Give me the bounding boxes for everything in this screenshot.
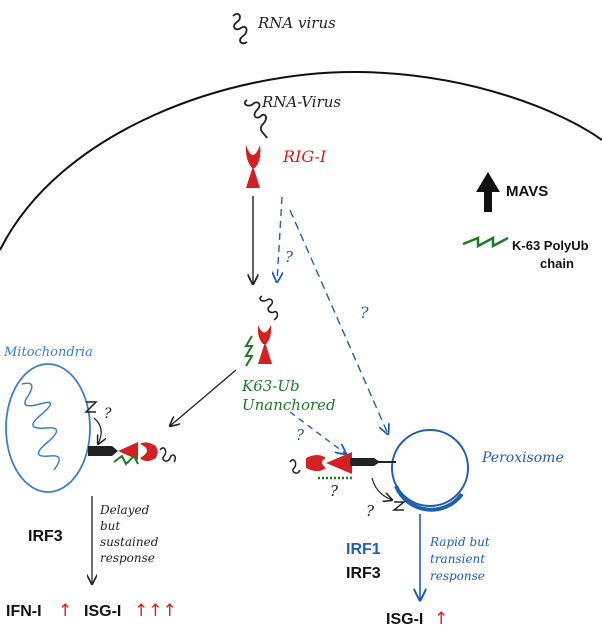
rna-virus-outside-label: RNA virus: [257, 14, 336, 32]
mito-response-text-line1: Delayed: [99, 503, 150, 517]
mito-curved-double-arrow: [93, 417, 101, 444]
rna-virus-inside-icon: [243, 99, 268, 139]
isg-left-up-arrows: ↑↑↑: [134, 601, 177, 621]
peroxisome-label: Peroxisome: [481, 450, 564, 466]
k63-chain-icon: [244, 335, 254, 367]
question-mark-1: ?: [285, 248, 294, 266]
perox-mavs-rigi-complex-icon: [289, 452, 396, 480]
peroxisome-membrane-highlight: [394, 485, 464, 512]
rig-i-label: RIG-I: [282, 147, 327, 166]
mito-response-text-line2: but: [100, 519, 120, 533]
k63-polyub-legend-icon: [462, 235, 509, 249]
mitochondria-label: Mitochondria: [3, 345, 93, 360]
question-mark-6: ?: [366, 502, 375, 520]
ifn-i-label: IFN-I: [6, 603, 42, 620]
perox-curved-double-arrow: [371, 477, 392, 500]
dashed-arrow-rigi-to-peroxisome: [289, 209, 388, 434]
k63-ub-label-line1: K63-Ub: [241, 377, 300, 395]
question-mark-3: ?: [296, 426, 305, 444]
rna-virus-outside-icon: [232, 12, 248, 45]
perox-response-text-line1: Rapid but: [429, 535, 490, 549]
peroxisome-icon: [391, 429, 469, 507]
mavs-legend-arrow-icon: [476, 172, 500, 212]
rig-i-icon: [245, 145, 261, 188]
mito-response-text-line4: response: [100, 551, 155, 565]
perox-mavs-z-icon: [391, 501, 407, 511]
ifn-up-arrow: ↑: [58, 601, 72, 621]
perox-response-text-line2: transient: [430, 552, 485, 566]
mito-mavs-rigi-complex-icon: [88, 442, 177, 466]
mavs-mito-z-icon: [84, 401, 98, 413]
isg-i-right-label: ISG-I: [386, 611, 423, 628]
rna-virus-inside-label: RNA-Virus: [261, 93, 341, 111]
cell-membrane: [0, 70, 602, 251]
dashed-arrow-rigi-down: [277, 196, 282, 282]
virus-rna-k63-complex-icon: [259, 295, 279, 321]
mitochondria-icon: [5, 363, 91, 493]
question-mark-2: ?: [360, 303, 369, 322]
perox-response-text-line3: response: [430, 569, 485, 583]
k63-legend-label-line1: K-63 PolyUb: [512, 238, 589, 253]
question-mark-5: ?: [330, 482, 339, 500]
rig-i-ub-complex-icon: [257, 325, 272, 364]
k63-ub-label-line2: Unanchored: [242, 396, 336, 414]
dashed-arrow-k63-to-peroxisome: [289, 411, 346, 454]
irf3-left-label: IRF3: [28, 528, 63, 545]
irf1-right-label: IRF1: [346, 541, 381, 558]
isg-right-up-arrow: ↑: [434, 609, 448, 629]
mito-response-text-line3: sustained: [100, 535, 159, 549]
question-mark-4: ?: [104, 406, 112, 422]
mavs-legend-label: MAVS: [506, 183, 548, 200]
arrow-k63-to-mitochondria: [170, 369, 237, 426]
irf3-right-label: IRF3: [346, 565, 381, 582]
k63-legend-label-line2: chain: [540, 256, 574, 271]
isg-i-left-label: ISG-I: [84, 603, 121, 620]
